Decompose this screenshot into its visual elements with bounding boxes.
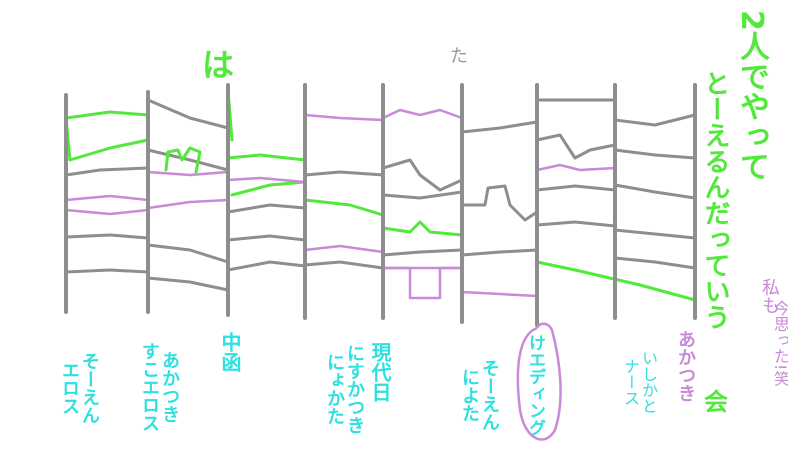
highlight-loop [516, 322, 562, 441]
title-line-1-text: 2人でやって [734, 10, 769, 181]
gray-rungs [64, 98, 697, 292]
label-col1-line1: そーえん [79, 351, 100, 424]
ladder-posts [64, 83, 697, 327]
label-col3-line1: 中函 [218, 332, 242, 372]
side-note-line-2-text: 今思った!笑 [772, 300, 788, 387]
label-col6-line1: そーえん [479, 359, 500, 431]
side-note-line-2: 今思った!笑 [772, 300, 796, 386]
label-col8-line1: いしかと [639, 350, 658, 414]
label-col1-line2: エロス [59, 360, 80, 415]
label-col5: 現代日 [368, 342, 402, 422]
label-col7-line1: けエディング [525, 334, 545, 436]
title-line-2-text: とーえるんだっていう [700, 70, 730, 330]
title-tail: 会 [704, 388, 728, 416]
label-col9-line1: あかつき [675, 330, 696, 402]
title-line-2: とーえるんだっていう [700, 70, 736, 330]
label-col6-line2: によた [459, 368, 480, 422]
label-col9: あかつき [675, 330, 706, 420]
label-col2-line1: あかつき [159, 351, 180, 423]
title-line-1: 2人でやって [734, 10, 770, 181]
label-col1: そーえん エロス [38, 330, 100, 445]
label-col3: 中函 [218, 332, 250, 392]
label-col7: けエディング [525, 334, 556, 446]
pink-rungs [64, 108, 617, 300]
label-col5-line1: 現代日 [368, 342, 392, 402]
label-col4: にすかつき にょかた [305, 334, 365, 444]
label-col8: いしかと ナース [598, 332, 658, 432]
label-col6: そーえん によた [440, 345, 500, 445]
header-ha: は [202, 46, 235, 84]
label-col4-line2: にょかた [324, 353, 345, 425]
label-col8-line2: ナース [621, 358, 640, 406]
side-note-line-1-text: 私も [759, 278, 780, 314]
header-ta: た [450, 46, 468, 67]
side-note-line-1: 私も [759, 278, 784, 314]
label-col2-line2: すこエロス [139, 342, 160, 432]
label-col2: あかつき すこエロス [118, 328, 180, 446]
label-col4-line1: にすかつき [344, 344, 365, 434]
